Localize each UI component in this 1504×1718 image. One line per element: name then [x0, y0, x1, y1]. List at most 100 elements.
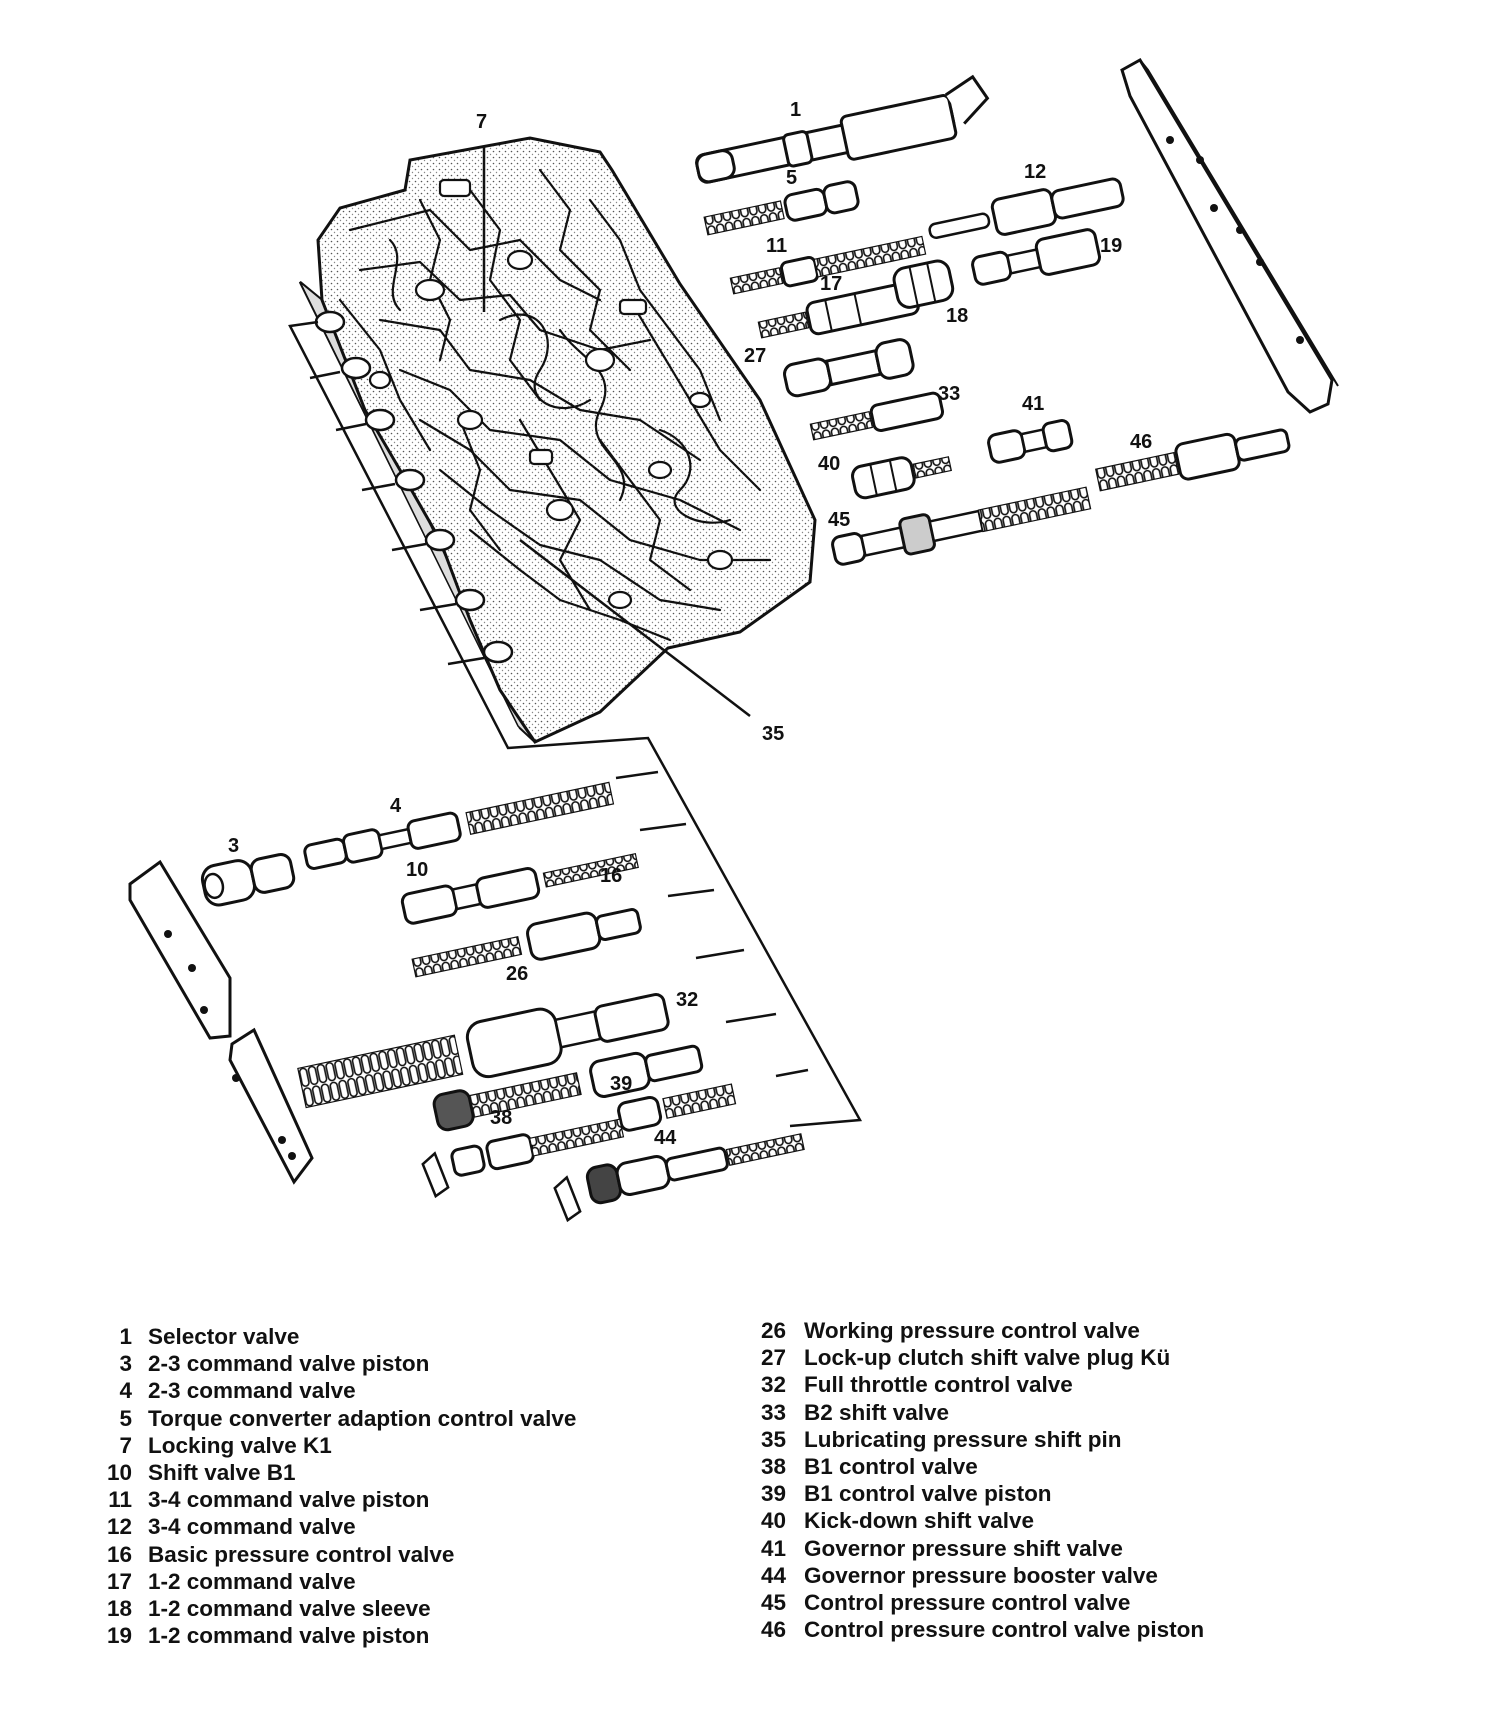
legend-item: 7 Locking valve K1 — [92, 1432, 576, 1459]
cover-plate-left-upper — [128, 859, 232, 1040]
legend-item-label: 3-4 command valve — [148, 1514, 356, 1540]
legend-item: 4 2-3 command valve — [92, 1377, 576, 1404]
legend-item-number: 38 — [760, 1454, 786, 1480]
legend-item: 3 2-3 command valve piston — [92, 1350, 576, 1377]
callout-3: 3 — [228, 835, 239, 857]
callout-17: 17 — [820, 273, 842, 295]
callout-1: 1 — [790, 99, 801, 121]
legend-item-number: 35 — [760, 1426, 786, 1452]
legend-item-number: 19 — [106, 1623, 132, 1649]
legend-item: 46 Control pressure control valve piston — [748, 1616, 1204, 1643]
leader-lines — [288, 146, 863, 1128]
legend-item-label: Locking valve K1 — [148, 1432, 332, 1458]
valve-3 — [200, 853, 296, 907]
callout-5: 5 — [786, 167, 797, 189]
callout-26: 26 — [506, 963, 528, 985]
callout-46: 46 — [1130, 431, 1152, 453]
callout-35: 35 — [762, 723, 784, 745]
legend-item-number: 4 — [119, 1378, 132, 1404]
valve-39 — [617, 1083, 737, 1132]
legend-item-label: Torque converter adaption control valve — [148, 1405, 577, 1431]
legend-item: 18 1-2 command valve sleeve — [92, 1595, 576, 1622]
valve-44 — [553, 1133, 805, 1223]
callout-44: 44 — [654, 1127, 677, 1149]
valve-5 — [703, 180, 860, 236]
valve-10 — [400, 852, 639, 925]
legend-item-label: Lubricating pressure shift pin — [804, 1426, 1122, 1452]
callout-45: 45 — [828, 509, 850, 531]
legend-item-number: 1 — [119, 1324, 132, 1349]
legend-item-label: Shift valve B1 — [148, 1460, 296, 1486]
valve-32 — [432, 1044, 704, 1132]
legend-item-label: Working pressure control valve — [804, 1318, 1140, 1343]
callout-16: 16 — [600, 865, 622, 887]
legend-item-number: 26 — [760, 1318, 786, 1343]
callout-7: 7 — [476, 111, 487, 133]
cover-plate-right — [1120, 57, 1339, 414]
callout-40: 40 — [818, 453, 840, 475]
callout-12: 12 — [1024, 161, 1046, 183]
legend-item-number: 17 — [106, 1568, 132, 1594]
valve-16 — [411, 908, 642, 978]
valve-body-exploded-diagram: 1 7 5 12 11 19 17 18 27 33 41 46 40 45 3… — [128, 57, 1339, 1223]
legend-item: 11 3-4 command valve piston — [92, 1486, 576, 1513]
legend-item-label: 2-3 command valve piston — [148, 1351, 430, 1377]
legend-item-label: Control pressure control valve piston — [804, 1617, 1205, 1643]
legend-item-number: 33 — [760, 1399, 786, 1425]
legend-item: 19 1-2 command valve piston — [92, 1622, 576, 1649]
legend-item-number: 39 — [760, 1481, 786, 1507]
valve-body-housing — [298, 136, 817, 744]
callout-38: 38 — [490, 1107, 512, 1129]
legend-item-label: Selector valve — [148, 1324, 300, 1349]
callout-41: 41 — [1022, 393, 1044, 415]
valve-26 — [297, 993, 670, 1109]
valve-33 — [809, 391, 945, 441]
legend-item-number: 44 — [760, 1562, 786, 1588]
valve-4 — [303, 781, 615, 870]
legend-item-number: 45 — [760, 1590, 786, 1616]
legend-item-number: 46 — [760, 1617, 786, 1643]
legend-item-number: 27 — [760, 1345, 786, 1371]
legend-left-column: 1 Selector valve 3 2-3 command valve piston… — [92, 1323, 576, 1649]
valve-40 — [851, 456, 953, 500]
legend-item-label: Basic pressure control valve — [148, 1541, 455, 1567]
legend-item-label: Full throttle control valve — [804, 1372, 1073, 1398]
valve-11 — [729, 235, 927, 295]
valve-12 — [928, 177, 1125, 239]
legend-item: 35 Lubricating pressure shift pin — [748, 1426, 1204, 1453]
valve-27 — [783, 338, 915, 398]
legend-item-number: 5 — [119, 1405, 132, 1431]
callout-33: 33 — [938, 383, 960, 405]
legend-item-label: Control pressure control valve — [804, 1590, 1131, 1616]
valve-41 — [987, 419, 1074, 464]
legend-item-label: Governor pressure booster valve — [804, 1562, 1158, 1588]
legend-item-label: 2-3 command valve — [148, 1378, 356, 1404]
legend-item: 1 Selector valve — [92, 1323, 576, 1350]
legend-item-number: 11 — [108, 1487, 132, 1513]
legend-item-label: 1-2 command valve sleeve — [148, 1596, 431, 1622]
legend-item-number: 40 — [760, 1508, 786, 1534]
legend-item-number: 7 — [119, 1432, 132, 1458]
callout-10: 10 — [406, 859, 428, 881]
callout-39: 39 — [610, 1073, 632, 1095]
callout-32: 32 — [676, 989, 698, 1011]
callout-11: 11 — [766, 235, 787, 257]
legend-item: 10 Shift valve B1 — [92, 1459, 576, 1486]
legend-item-number: 16 — [106, 1541, 132, 1567]
legend-item: 40 Kick-down shift valve — [748, 1507, 1204, 1534]
cover-plate-left-lower — [228, 1027, 314, 1185]
legend-item-number: 41 — [760, 1535, 786, 1561]
legend-item-label: 3-4 command valve piston — [148, 1487, 430, 1513]
legend-item-number: 3 — [119, 1351, 132, 1377]
legend-item-label: Kick-down shift valve — [804, 1508, 1035, 1534]
legend-item-number: 10 — [106, 1460, 132, 1486]
legend-item-number: 18 — [106, 1596, 132, 1622]
callout-labels: 1 7 5 12 11 19 17 18 27 33 41 46 40 45 3… — [228, 99, 1152, 1149]
legend-item-label: 1-2 command valve piston — [148, 1623, 430, 1649]
callout-27: 27 — [744, 345, 766, 367]
